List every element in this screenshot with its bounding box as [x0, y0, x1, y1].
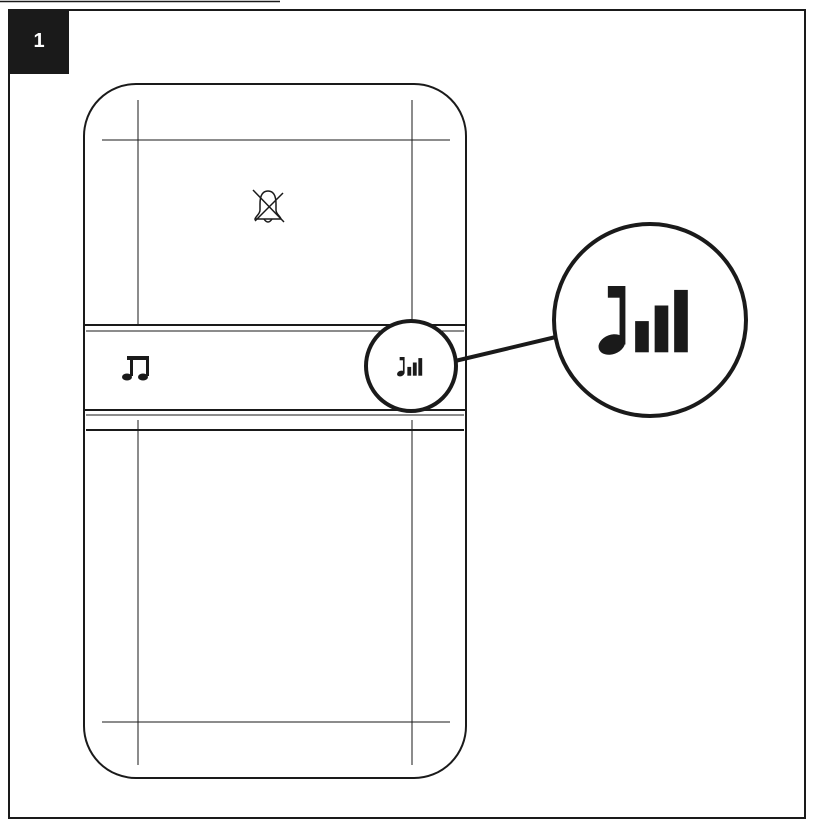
device-outline	[83, 83, 467, 779]
figure-frame	[8, 9, 806, 819]
melody-button[interactable]	[122, 356, 149, 381]
bell-mute-icon	[252, 189, 285, 223]
callout-connector	[454, 334, 561, 363]
step-number: 1	[33, 30, 44, 52]
volume-highlight-circle	[364, 319, 458, 413]
doorbell-device	[83, 83, 467, 779]
callout-magnifier	[552, 222, 748, 418]
step-badge: 1	[9, 10, 69, 74]
volume-button[interactable]	[364, 319, 458, 413]
music-note-icon	[122, 356, 149, 381]
